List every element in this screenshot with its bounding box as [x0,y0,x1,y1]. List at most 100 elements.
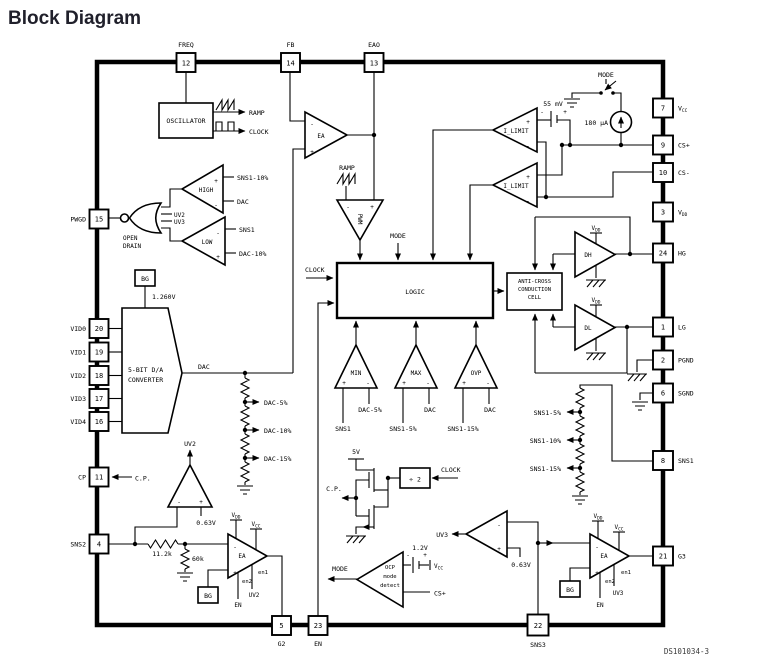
v: V [591,297,595,304]
pin-pgnd: 2 PGND [652,349,694,371]
pin-label: HG [678,250,686,258]
mode-label: MODE [390,232,406,240]
pin-label: FREQ [178,41,194,49]
ref-value: 0.63V [511,561,531,569]
clock-label: CLOCK [441,466,461,474]
pins-left: 15 PWGD 20 VID0 19 VID1 18 VID2 17 VID3 … [70,208,110,555]
error-amplifier-top: - + EA [304,110,349,160]
min-label: MIN [351,370,362,377]
dd-sub: DD [597,516,603,522]
sub: CC [682,108,688,114]
sns1-m5-label: SNS1-5% [534,409,561,417]
pin-number: 13 [370,60,378,68]
plus-sign: + [526,174,530,181]
plus-sign: + [310,149,314,156]
minus-sign: - [366,380,370,387]
pin-sgnd: 6 SGND [652,382,694,404]
en-label: EN [234,602,242,609]
pin-sns3: 22 SNS3 [526,613,550,649]
document-number: DS101034-3 [664,647,709,656]
current-value: 180 µA [585,119,609,127]
r-60k-value: 60k [192,555,204,563]
logic-block: LOGIC CLOCK MODE [305,232,495,320]
uv3-label: UV3 [613,590,624,597]
pin-g3: 21 G3 [652,545,686,567]
pin-vcc: 7 VCC [652,97,688,119]
pin-en: 23 EN [307,615,329,648]
pin-number: 9 [661,142,665,150]
sns1-m10-label: SNS1-10% [237,174,268,182]
pin-vid1: 19 VID1 [70,341,110,363]
open-drain-label-1: OPEN [123,235,138,242]
v: V [614,524,618,531]
v: V [434,563,438,570]
pin-fb: 14 FB [280,41,301,73]
en2-label: en2 [242,579,252,585]
sns1-label: SNS1 [335,425,351,433]
v: V [231,512,235,519]
sub: DD [682,212,688,218]
vref-value: 1.260V [152,293,176,301]
vdd-label: VDD [593,513,602,522]
pins-top: 12 FREQ 14 FB 13 EAO [175,41,385,73]
pin-vid4: 16 VID4 [70,411,110,432]
plus-sign: + [214,178,218,185]
v: V [591,225,595,232]
open-drain-label-2: DRAIN [123,243,141,250]
page-title: Block Diagram [8,8,141,29]
pin-label: CS- [678,169,690,177]
pin-label: VID4 [70,418,86,426]
dac-label: DAC [237,198,249,206]
current-source-180ua: 180 µA [585,110,633,134]
cc-sub: CC [255,524,261,530]
ovp-label: OVP [471,370,482,377]
g3-error-amplifier: - + EA VDD VCC en1 en2 EN UV3 BG [559,513,631,609]
bg-label: BG [204,592,212,600]
dac-m5-label: DAC-5% [264,399,288,407]
charge-pump: 5V C.P. [326,448,360,493]
pin-number: 20 [95,325,103,333]
ocp-label-1: OCP [385,565,396,571]
dh-driver: DH VDD [574,225,617,279]
pin-label: PGND [678,357,694,365]
low-label: LOW [202,239,213,246]
pin-label: PWGD [70,216,86,224]
sns1-m5-label: SNS1-5% [389,425,416,433]
pins-bottom: 5 G2 23 EN 22 SNS3 [271,613,550,649]
ilimit-comparator-2: + - I_LIMIT [491,161,538,209]
ea-label: EA [600,553,608,560]
pin-number: 24 [659,250,667,258]
pin-label: CS+ [678,142,690,150]
minus-sign: - [526,198,530,205]
pin-vid0: 20 VID0 [70,318,110,339]
minus-sign: - [526,143,530,150]
plus-sign: + [497,546,501,553]
uv2-label: UV2 [184,440,196,448]
uv2-label: UV2 [249,592,260,599]
cp-label: C.P. [326,485,342,493]
dd-sub: DD [235,515,241,521]
ea-label: EA [317,133,325,140]
pin-number: 18 [95,372,103,380]
bg-label: BG [566,586,574,594]
anti-cross-label-3: CELL [528,295,542,301]
cc-sub: CC [618,527,624,533]
pin-label: FB [287,41,295,49]
pin-label: VID3 [70,395,86,403]
minus-sign: - [486,380,490,387]
cp-label: C.P. [135,475,151,483]
plus-sign: + [563,109,567,116]
ovp-comparator: + - OVP SNS1-15% DAC [447,343,499,433]
vcc-label: VCC [251,521,260,530]
vcc-label: VCC [614,524,623,533]
mode-label: MODE [598,71,614,79]
anti-cross-label-1: ANTI-CROSS [518,279,551,285]
pin-label: VID2 [70,372,86,380]
minus-sign: - [310,121,314,128]
pin-label: CP [78,474,86,482]
plus-sign: + [199,499,203,506]
pin-vid3: 17 VID3 [70,388,110,409]
minus-sign: - [595,544,599,551]
dac-m15-label: DAC-15% [264,455,291,463]
sns1-m15-label: SNS1-15% [447,425,478,433]
